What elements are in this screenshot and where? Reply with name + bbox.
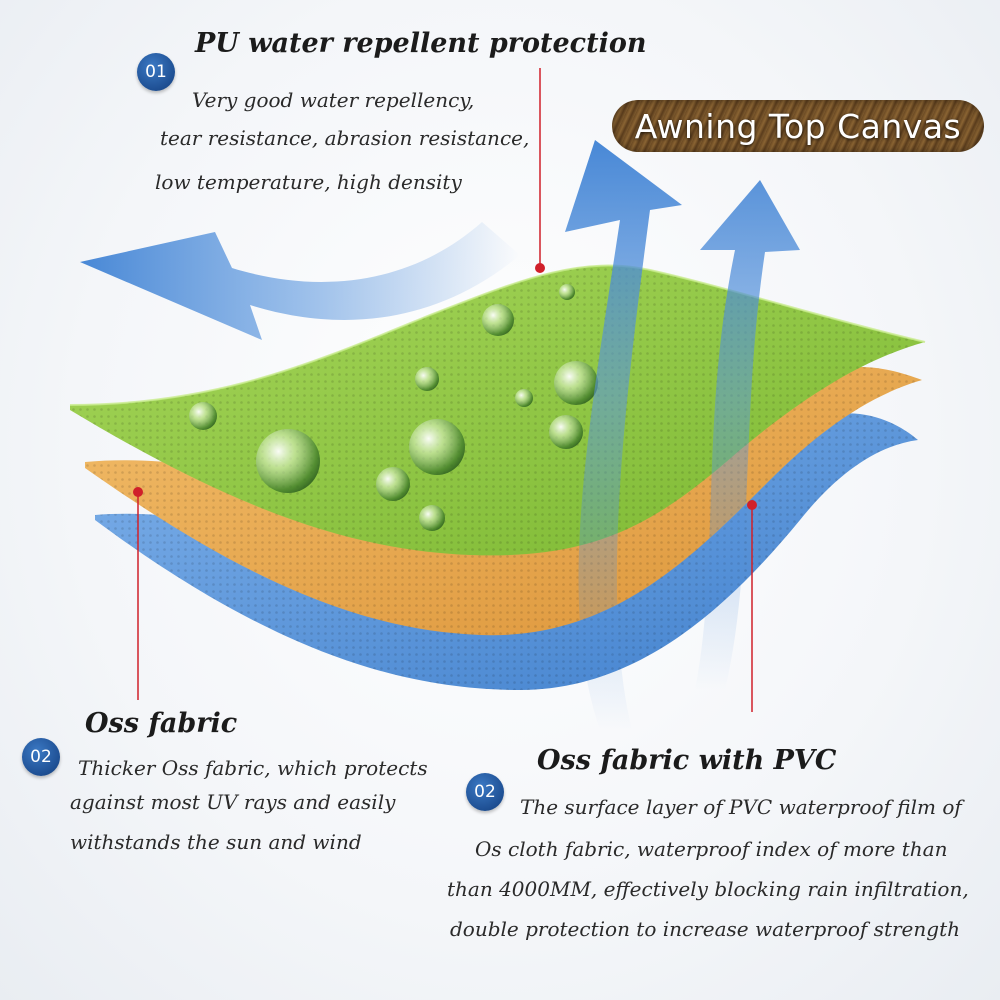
leader-lines <box>133 68 757 712</box>
marker-dot <box>747 500 757 510</box>
water-droplet <box>559 284 575 300</box>
section-number-badge: 01 <box>137 53 175 91</box>
section-description-line: Thicker Oss fabric, which protects <box>78 756 428 780</box>
water-droplets <box>189 284 598 531</box>
airflow-arrows <box>80 140 800 730</box>
water-droplet <box>419 505 445 531</box>
water-droplet <box>554 361 598 405</box>
section-description-line: low temperature, high density <box>155 170 462 194</box>
water-droplet <box>256 429 320 493</box>
section-description-line: Very good water repellency, <box>192 88 475 112</box>
section-number-badge: 02 <box>466 773 504 811</box>
section-number-badge: 02 <box>22 738 60 776</box>
up-arrow-icon <box>695 180 800 690</box>
section-description-line: tear resistance, abrasion resistance, <box>160 126 530 150</box>
section-description-line: than 4000MM, effectively blocking rain i… <box>447 877 969 901</box>
water-droplet <box>482 304 514 336</box>
water-droplet <box>415 367 439 391</box>
water-droplet <box>409 419 465 475</box>
section-description-line: double protection to increase waterproof… <box>450 917 960 941</box>
left-arrow-icon <box>80 222 520 340</box>
section-description-line: Os cloth fabric, waterproof index of mor… <box>475 837 948 861</box>
section-description-line: withstands the sun and wind <box>70 830 362 854</box>
product-label-text: Awning Top Canvas <box>634 106 962 146</box>
section-title: PU water repellent protection <box>195 28 647 59</box>
section-title: Oss fabric <box>85 708 238 739</box>
water-droplet <box>549 415 583 449</box>
marker-dot <box>133 487 143 497</box>
product-label: Awning Top Canvas <box>612 100 984 152</box>
up-arrow-icon <box>565 140 682 730</box>
water-droplet <box>376 467 410 501</box>
marker-dot <box>535 263 545 273</box>
section-description-line: against most UV rays and easily <box>70 790 396 814</box>
water-droplet <box>189 402 217 430</box>
section-title: Oss fabric with PVC <box>537 745 837 776</box>
section-description-line: The surface layer of PVC waterproof film… <box>520 795 962 819</box>
water-droplet <box>515 389 533 407</box>
